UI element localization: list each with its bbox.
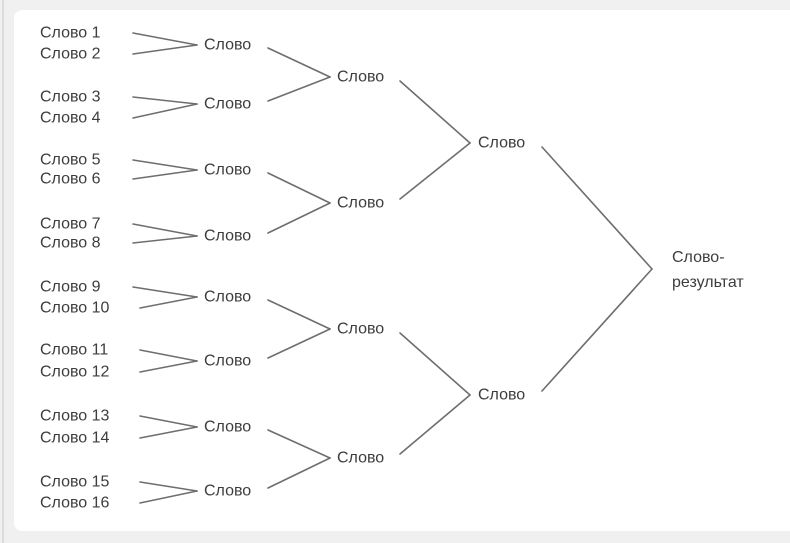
leaf-word-2: Слово 2 (40, 45, 101, 63)
round2-node-3: Слово (204, 161, 252, 179)
round3-node-3: Слово (337, 320, 385, 338)
round2-node-8: Слово (204, 482, 252, 500)
round2-node-7: Слово (204, 418, 252, 436)
leaf-word-15: Слово 15 (40, 473, 110, 491)
leaf-word-14: Слово 14 (40, 429, 110, 447)
round3-node-1: Слово (337, 68, 385, 86)
leaf-word-5: Слово 5 (40, 151, 101, 169)
round3-node-2: Слово (337, 194, 385, 212)
round2-node-2: Слово (204, 95, 252, 113)
leaf-word-13: Слово 13 (40, 407, 110, 425)
round2-node-6: Слово (204, 352, 252, 370)
leaf-word-9: Слово 9 (40, 278, 101, 296)
leaf-word-1: Слово 1 (40, 24, 101, 42)
round2-node-4: Слово (204, 227, 252, 245)
leaf-word-11: Слово 11 (40, 341, 109, 359)
left-edge-divider (2, 0, 4, 543)
leaf-word-8: Слово 8 (40, 234, 101, 252)
result-word: Слово-результат (672, 249, 744, 291)
leaf-word-7: Слово 7 (40, 215, 101, 233)
round3-node-4: Слово (337, 449, 385, 467)
leaf-word-6: Слово 6 (40, 170, 101, 188)
leaf-word-4: Слово 4 (40, 109, 101, 127)
leaf-word-10: Слово 10 (40, 299, 110, 317)
round4-node-1: Слово (478, 134, 526, 152)
leaf-word-12: Слово 12 (40, 363, 110, 381)
round2-node-5: Слово (204, 288, 252, 306)
round4-node-2: Слово (478, 386, 526, 404)
leaf-word-16: Слово 16 (40, 494, 110, 512)
round2-node-1: Слово (204, 36, 252, 54)
leaf-word-3: Слово 3 (40, 88, 101, 106)
